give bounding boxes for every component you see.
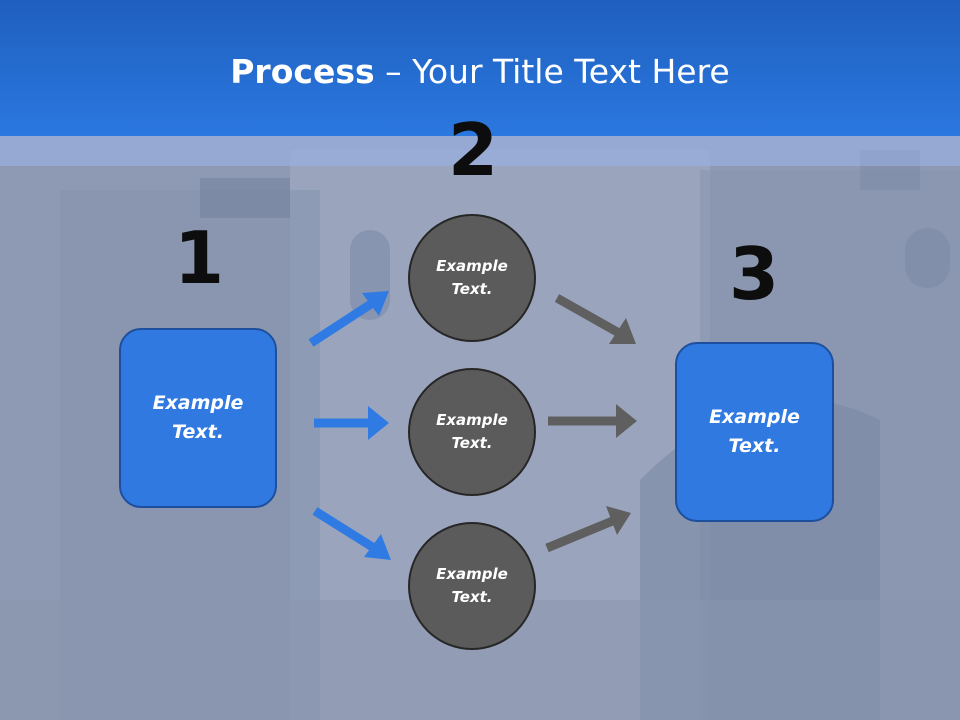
circle-middle: Example Text. [408,368,536,496]
circle-bottom-text: Example Text. [436,565,508,606]
arrow-from-circle-middle-head [616,404,637,438]
arrow-from-circle-bottom-head [606,506,631,535]
circle-top-text: Example Text. [436,257,508,298]
arrow-to-circle-bottom-head [364,534,391,560]
title-bar-band [0,136,960,166]
arrow-to-circle-top [308,298,377,347]
step-number-1: 1 [173,216,225,300]
step-number-2: 2 [447,108,499,192]
circle-bottom: Example Text. [408,522,536,650]
circle-top: Example Text. [408,214,536,342]
arrow-to-circle-middle-head [368,406,389,440]
right-step-box: Example Text. [675,342,834,522]
left-step-box: Example Text. [119,328,277,508]
arrow-from-circle-top [554,294,622,337]
circle-middle-text: Example Text. [436,411,508,452]
blue-arrows [308,291,391,560]
left-step-box-text: Example Text. [152,392,244,443]
right-step-box-text: Example Text. [709,406,800,457]
arrow-to-circle-top-head [362,291,389,316]
arrow-to-circle-bottom [312,507,377,552]
title-bar [0,0,960,136]
arrow-from-circle-top-head [609,318,636,344]
step-number-3: 3 [728,232,780,316]
arrow-from-circle-bottom [545,515,617,553]
title-rest: – Your Title Text Here [374,52,730,91]
title-bold: Process [230,52,375,91]
slide-title: Process – Your Title Text Here [0,52,960,91]
gray-arrows [545,294,637,553]
